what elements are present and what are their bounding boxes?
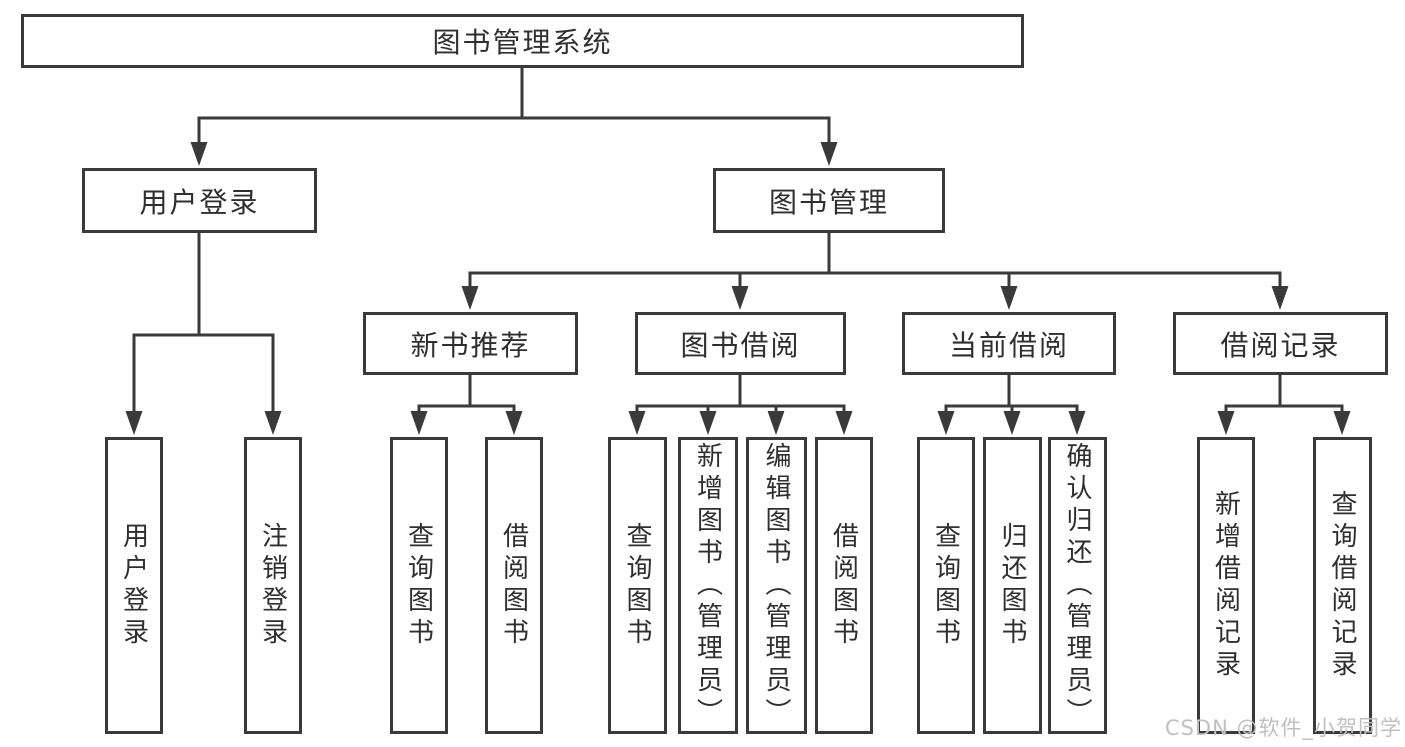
connector-edge [635, 375, 846, 415]
leaf-confirm-return-admin: 确认归还（管理员） [1048, 437, 1107, 734]
connector-edge [468, 233, 1282, 290]
connector-edge [1224, 375, 1344, 415]
leaf-query-borrow-record: 查询借阅记录 [1313, 437, 1372, 734]
arrowhead-icon [628, 411, 646, 435]
arrowhead-icon [1217, 411, 1235, 435]
node-book-borrowing: 图书借阅 [635, 312, 846, 375]
node-current-borrowing: 当前借阅 [902, 312, 1116, 375]
node-user-login: 用户登录 [82, 168, 317, 233]
arrowhead-icon [190, 142, 208, 166]
arrowhead-icon [699, 411, 717, 435]
arrowhead-icon [1333, 411, 1351, 435]
leaf-edit-books-admin: 编辑图书（管理员） [746, 437, 807, 734]
arrowhead-icon [767, 411, 785, 435]
leaf-return-books: 归还图书 [983, 437, 1042, 734]
leaf-user-login: 用户登录 [105, 437, 163, 734]
arrowhead-icon [1003, 411, 1021, 435]
arrowhead-icon [125, 411, 143, 435]
connector-edge [197, 68, 831, 146]
leaf-add-borrow-record: 新增借阅记录 [1197, 437, 1255, 734]
arrowhead-icon [820, 142, 838, 166]
node-book-management-system: 图书管理系统 [21, 14, 1024, 68]
arrowhead-icon [937, 411, 955, 435]
arrowhead-icon [731, 286, 749, 310]
leaf-logout: 注销登录 [244, 437, 302, 734]
leaf-add-books-admin: 新增图书（管理员） [678, 437, 738, 734]
arrowhead-icon [505, 411, 523, 435]
arrowhead-icon [461, 286, 479, 310]
arrowhead-icon [1000, 286, 1018, 310]
arrowhead-icon [264, 411, 282, 435]
arrowhead-icon [835, 411, 853, 435]
arrowhead-icon [1271, 286, 1289, 310]
leaf-borrow-books-2: 借阅图书 [815, 437, 873, 734]
leaf-query-books-2: 查询图书 [608, 437, 667, 734]
leaf-query-books-1: 查询图书 [390, 437, 448, 734]
connector-edge [417, 375, 516, 415]
node-book-management: 图书管理 [713, 168, 945, 233]
leaf-query-books-3: 查询图书 [917, 437, 975, 734]
node-borrowing-records: 借阅记录 [1173, 312, 1388, 375]
node-new-book-recommend: 新书推荐 [363, 312, 578, 375]
leaf-borrow-books-1: 借阅图书 [485, 437, 543, 734]
connector-edge [944, 375, 1079, 415]
connector-edge [132, 233, 275, 415]
watermark-text: CSDN @软件_小贺同学 [1164, 716, 1402, 740]
arrowhead-icon [410, 411, 428, 435]
arrowhead-icon [1068, 411, 1086, 435]
